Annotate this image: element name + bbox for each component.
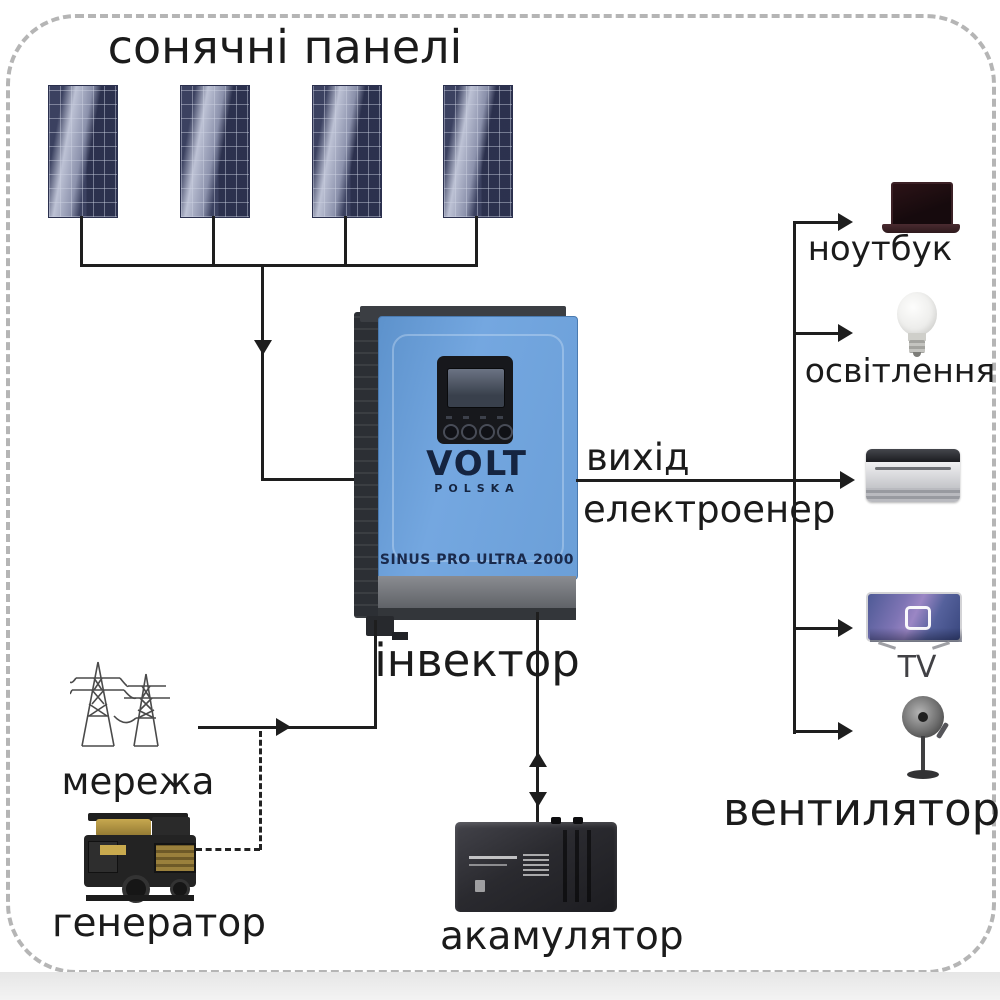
laptop-screen bbox=[891, 182, 953, 226]
inverter-button-mark bbox=[480, 416, 486, 419]
tv-leg-left bbox=[877, 641, 897, 650]
tv-branch-wire bbox=[793, 627, 840, 630]
tv-branch-arrow bbox=[838, 619, 853, 637]
inverter-bottom-band bbox=[378, 576, 576, 610]
laptop-base bbox=[882, 224, 960, 233]
battery-terminal-1 bbox=[551, 817, 561, 824]
inverter-brand-sub: POLSKA bbox=[434, 482, 520, 495]
output-arrow bbox=[840, 471, 855, 489]
battery-label: акамулятор bbox=[440, 914, 684, 959]
generator-dashed-wire-horizontal bbox=[196, 848, 260, 851]
fan-branch-wire bbox=[793, 730, 840, 733]
generator-dashed-wire-vertical bbox=[259, 731, 262, 850]
inverter-foot bbox=[366, 616, 394, 636]
bulb-neck bbox=[908, 333, 926, 341]
panel-4-wire bbox=[475, 216, 478, 266]
fan-hub bbox=[918, 712, 928, 722]
generator-icon bbox=[82, 813, 200, 907]
tv-screen-logo bbox=[905, 606, 931, 630]
panel-3-wire bbox=[344, 216, 347, 266]
battery-grooves bbox=[555, 830, 599, 902]
solar-inverter-input-wire bbox=[261, 478, 379, 481]
tv-icon bbox=[866, 592, 962, 652]
grid-to-inverter-wire bbox=[374, 620, 377, 729]
inverter-label: інвектор bbox=[374, 634, 580, 687]
panel-1-wire bbox=[80, 216, 83, 266]
solar-panels-title: сонячні панелі bbox=[107, 20, 463, 74]
power-grid-towers-icon bbox=[70, 661, 170, 747]
printer-lid bbox=[866, 449, 960, 462]
inverter-button-1 bbox=[443, 424, 459, 440]
generator-engine bbox=[152, 817, 190, 837]
printer-body bbox=[866, 462, 960, 488]
grid-label: мережа bbox=[61, 760, 215, 803]
inverter-bottom-strip bbox=[378, 608, 576, 620]
laptop-icon bbox=[882, 182, 960, 233]
tv-leg-right bbox=[931, 641, 951, 650]
inverter-button-2 bbox=[461, 424, 477, 440]
battery-terminal-2 bbox=[573, 817, 583, 824]
light-branch-arrow bbox=[838, 324, 853, 342]
inverter-button-4 bbox=[497, 424, 513, 440]
light-bulb-icon bbox=[897, 292, 937, 358]
light-label: освітлення bbox=[804, 351, 996, 390]
fan-icon bbox=[901, 696, 950, 780]
inverter-lcd-screen bbox=[447, 368, 505, 408]
printer-tray bbox=[866, 488, 960, 502]
generator-badge bbox=[100, 845, 126, 855]
solar-feed-arrow bbox=[254, 340, 272, 355]
bulb-tip bbox=[913, 352, 921, 357]
solar-panel-icon-4 bbox=[443, 85, 513, 218]
inverter-brand-logo: VOLT bbox=[426, 444, 528, 484]
tv-screen bbox=[866, 592, 962, 642]
panel-2-wire bbox=[212, 216, 215, 266]
output-label-line2: електроенер bbox=[583, 488, 836, 531]
inverter-battery-wire bbox=[536, 612, 539, 822]
tv-label: TV bbox=[897, 650, 937, 685]
battery-spec-text bbox=[523, 852, 549, 876]
bulb-screw-base bbox=[909, 340, 925, 353]
output-label-line1: вихід bbox=[586, 436, 690, 479]
laptop-branch-arrow bbox=[838, 213, 853, 231]
distribution-wire bbox=[793, 221, 796, 734]
bottom-gray-strip bbox=[0, 972, 1000, 1000]
fan-label: вентилятор bbox=[723, 783, 1000, 836]
inverter-button-mark bbox=[446, 416, 452, 419]
inverter-face-seam bbox=[392, 334, 564, 562]
solar-to-inverter-wire bbox=[261, 264, 264, 481]
battery-charge-arrow-up bbox=[529, 752, 547, 767]
panel-bus-wire bbox=[80, 264, 478, 267]
printer-slot bbox=[875, 467, 951, 470]
grid-feed-arrow bbox=[276, 718, 291, 736]
battery-label-line bbox=[469, 856, 517, 859]
bulb-glass bbox=[897, 292, 937, 336]
battery-charge-arrow-down bbox=[529, 792, 547, 807]
light-branch-wire bbox=[793, 332, 840, 335]
solar-panel-icon-2 bbox=[180, 85, 250, 218]
solar-panel-icon-1 bbox=[48, 85, 118, 218]
generator-vent bbox=[154, 843, 196, 873]
battery-label-line2 bbox=[469, 864, 507, 866]
generator-frame bbox=[88, 813, 188, 821]
battery-small-icon bbox=[475, 880, 485, 892]
inverter-output-wire bbox=[576, 479, 842, 482]
laptop-label: ноутбук bbox=[807, 229, 953, 269]
battery-icon bbox=[455, 817, 617, 912]
inverter-model-text: SINUS PRO ULTRA 2000 bbox=[379, 552, 575, 568]
inverter-button-3 bbox=[479, 424, 495, 440]
generator-fuel-tank bbox=[96, 819, 151, 837]
inverter-side bbox=[354, 312, 380, 618]
solar-panel-icon-3 bbox=[312, 85, 382, 218]
printer-icon bbox=[866, 449, 960, 502]
laptop-branch-wire bbox=[793, 221, 840, 224]
generator-label: генератор bbox=[52, 901, 266, 946]
inverter-button-mark bbox=[463, 416, 469, 419]
fan-pole bbox=[921, 736, 925, 771]
inverter-foot-small bbox=[392, 632, 408, 640]
fan-branch-arrow bbox=[838, 722, 853, 740]
fan-base bbox=[907, 770, 939, 779]
generator-rail bbox=[86, 895, 194, 901]
inverter-button-mark bbox=[497, 416, 503, 419]
tv-screen-glare bbox=[870, 628, 962, 642]
